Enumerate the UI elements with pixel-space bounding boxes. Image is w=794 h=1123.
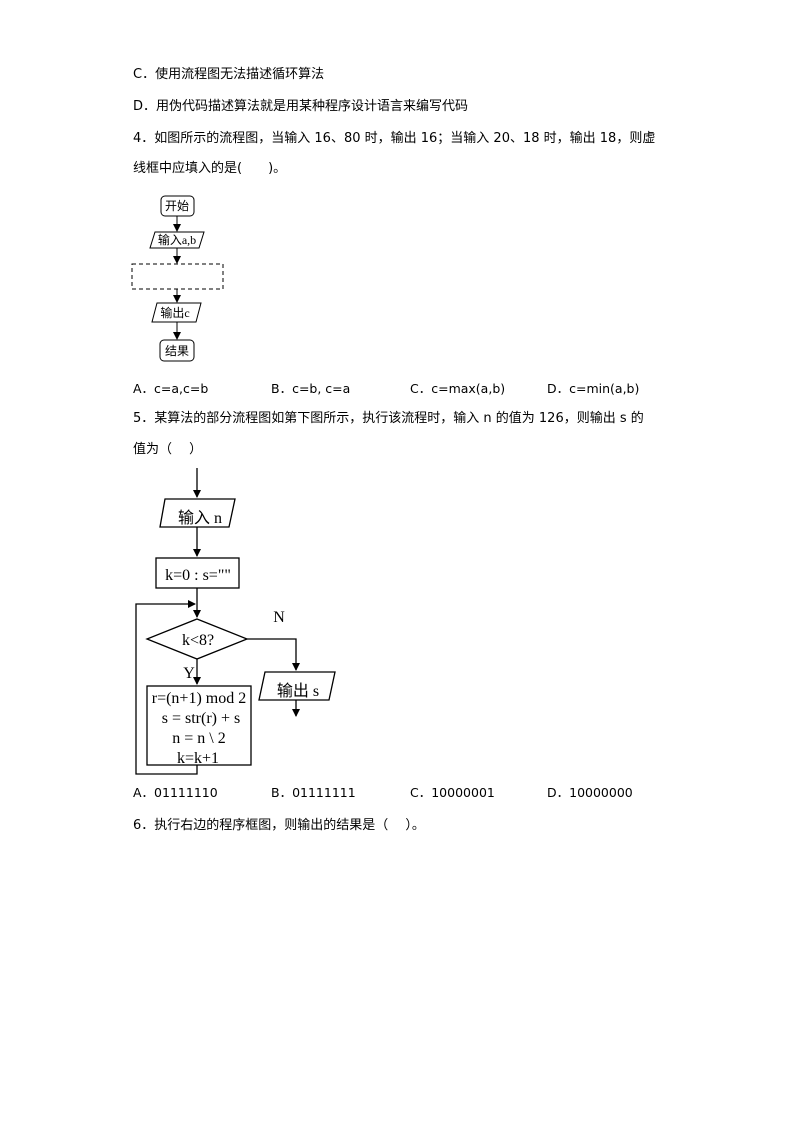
end-terminal [159,339,195,362]
end-label: 结果 [165,344,189,358]
q4-option-d: D．c=min(a,b) [547,381,640,396]
output-s-label: 输出 s [277,682,319,700]
init-label: k=0 : s="" [165,567,231,584]
input-parallelogram [149,231,205,249]
body-line-2: s = str(r) + s [162,710,240,727]
body-line-1: r=(n+1) mod 2 [152,690,246,707]
q5-option-b: B．01111111 [271,785,356,800]
question-5-text: 5．某算法的部分流程图如第下图所示，执行该流程时，输入 n 的值为 126，则输… [133,411,644,426]
q4-option-c: C．c=max(a,b) [410,381,506,396]
option-d-text: D．用伪代码描述算法就是用某种程序设计语言来编写代码 [133,99,469,114]
q5-option-c: C．10000001 [410,785,495,800]
dashed-blank-box [131,263,224,290]
question-4-text: 4．如图所示的流程图，当输入 16、80 时，输出 16；当输入 20、18 时… [133,131,656,146]
question-6-text: 6．执行右边的程序框图，则输出的结果是（ ）。 [133,818,425,833]
input-n-parallelogram [159,498,236,528]
no-label: N [273,609,285,626]
yes-label: Y [183,665,195,682]
q4-option-b: B．c=b, c=a [271,381,351,396]
start-label: 开始 [165,199,189,213]
body-line-4: k=k+1 [177,750,219,767]
q5-option-d: D．10000000 [547,785,633,800]
input-n-label: 输入 n [178,509,222,527]
loop-body-box [146,685,252,766]
output-s-parallelogram [258,671,336,701]
question-5-text-cont: 值为（ ） [133,442,203,457]
q5-flowchart [135,468,336,775]
option-c-text: C．使用流程图无法描述循环算法 [133,67,325,82]
condition-label: k<8? [182,632,214,649]
q4-option-a: A．c=a,c=b [133,381,209,396]
q4-flowchart [131,195,224,362]
output-label: 输出c [160,305,189,320]
body-line-3: n = n \ 2 [172,730,225,747]
q5-option-a: A．01111110 [133,785,218,800]
output-parallelogram [151,302,202,323]
input-label: 输入a,b [158,232,196,247]
question-4-text-cont: 线框中应填入的是( )。 [133,161,287,176]
